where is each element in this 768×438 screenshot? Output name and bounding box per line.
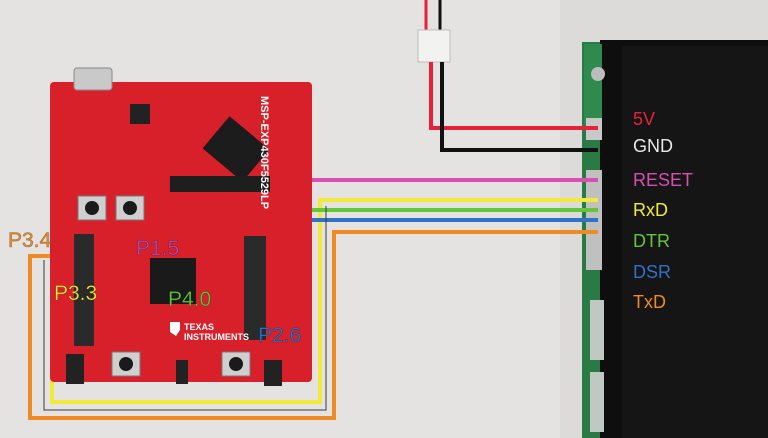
bottom-header-right	[264, 360, 282, 386]
right-header	[244, 236, 266, 340]
emulator-chip	[202, 116, 270, 182]
signal-label-txd: TxD	[633, 292, 666, 312]
small-chip	[130, 104, 150, 124]
button-cap	[229, 357, 243, 371]
signal-label-dtr: DTR	[633, 231, 670, 251]
signal-label-gnd: GND	[633, 136, 673, 156]
pin-label-p2-6: P2.6	[258, 324, 302, 347]
pin-label-p3-4: P3.4	[8, 229, 52, 252]
jst-connector	[417, 29, 451, 63]
display-screen	[622, 46, 768, 438]
button-cap	[119, 357, 133, 371]
wire-5v	[429, 62, 598, 130]
left-header	[74, 234, 94, 346]
signal-label-rxd: RxD	[633, 200, 668, 220]
ti-logo-icon	[170, 322, 180, 336]
wire-gnd	[440, 62, 598, 152]
usb-port	[73, 67, 113, 91]
pin-label-p1-5: P1.5	[136, 237, 180, 260]
board-model-text: MSP-EXP430F5529LP	[258, 96, 270, 210]
ti-logo-text-line2: INSTRUMENTS	[184, 332, 249, 342]
msp430-chip	[150, 258, 196, 304]
signal-label-dsr: DSR	[633, 262, 672, 282]
button-cap	[85, 201, 99, 215]
display-pcb-top	[584, 44, 602, 124]
pcb-component	[590, 300, 604, 360]
pin-label-p4-0: P4.0	[168, 288, 212, 311]
display-module	[582, 40, 768, 438]
pcb-component	[590, 372, 604, 432]
power-cable-connector	[417, 0, 451, 63]
signal-label-5v: 5V	[633, 109, 656, 129]
button-cap	[123, 201, 137, 215]
launchpad-board	[50, 67, 312, 386]
bottom-header	[66, 354, 84, 384]
jumper-header	[170, 176, 270, 192]
signal-label-reset: RESET	[633, 170, 694, 190]
wire-txd	[28, 230, 598, 420]
ti-logo-text-line1: TEXAS	[184, 322, 215, 332]
pin-label-p3-3: P3.3	[54, 282, 98, 305]
bottom-jumper	[176, 360, 188, 384]
mount-hole	[591, 67, 605, 81]
